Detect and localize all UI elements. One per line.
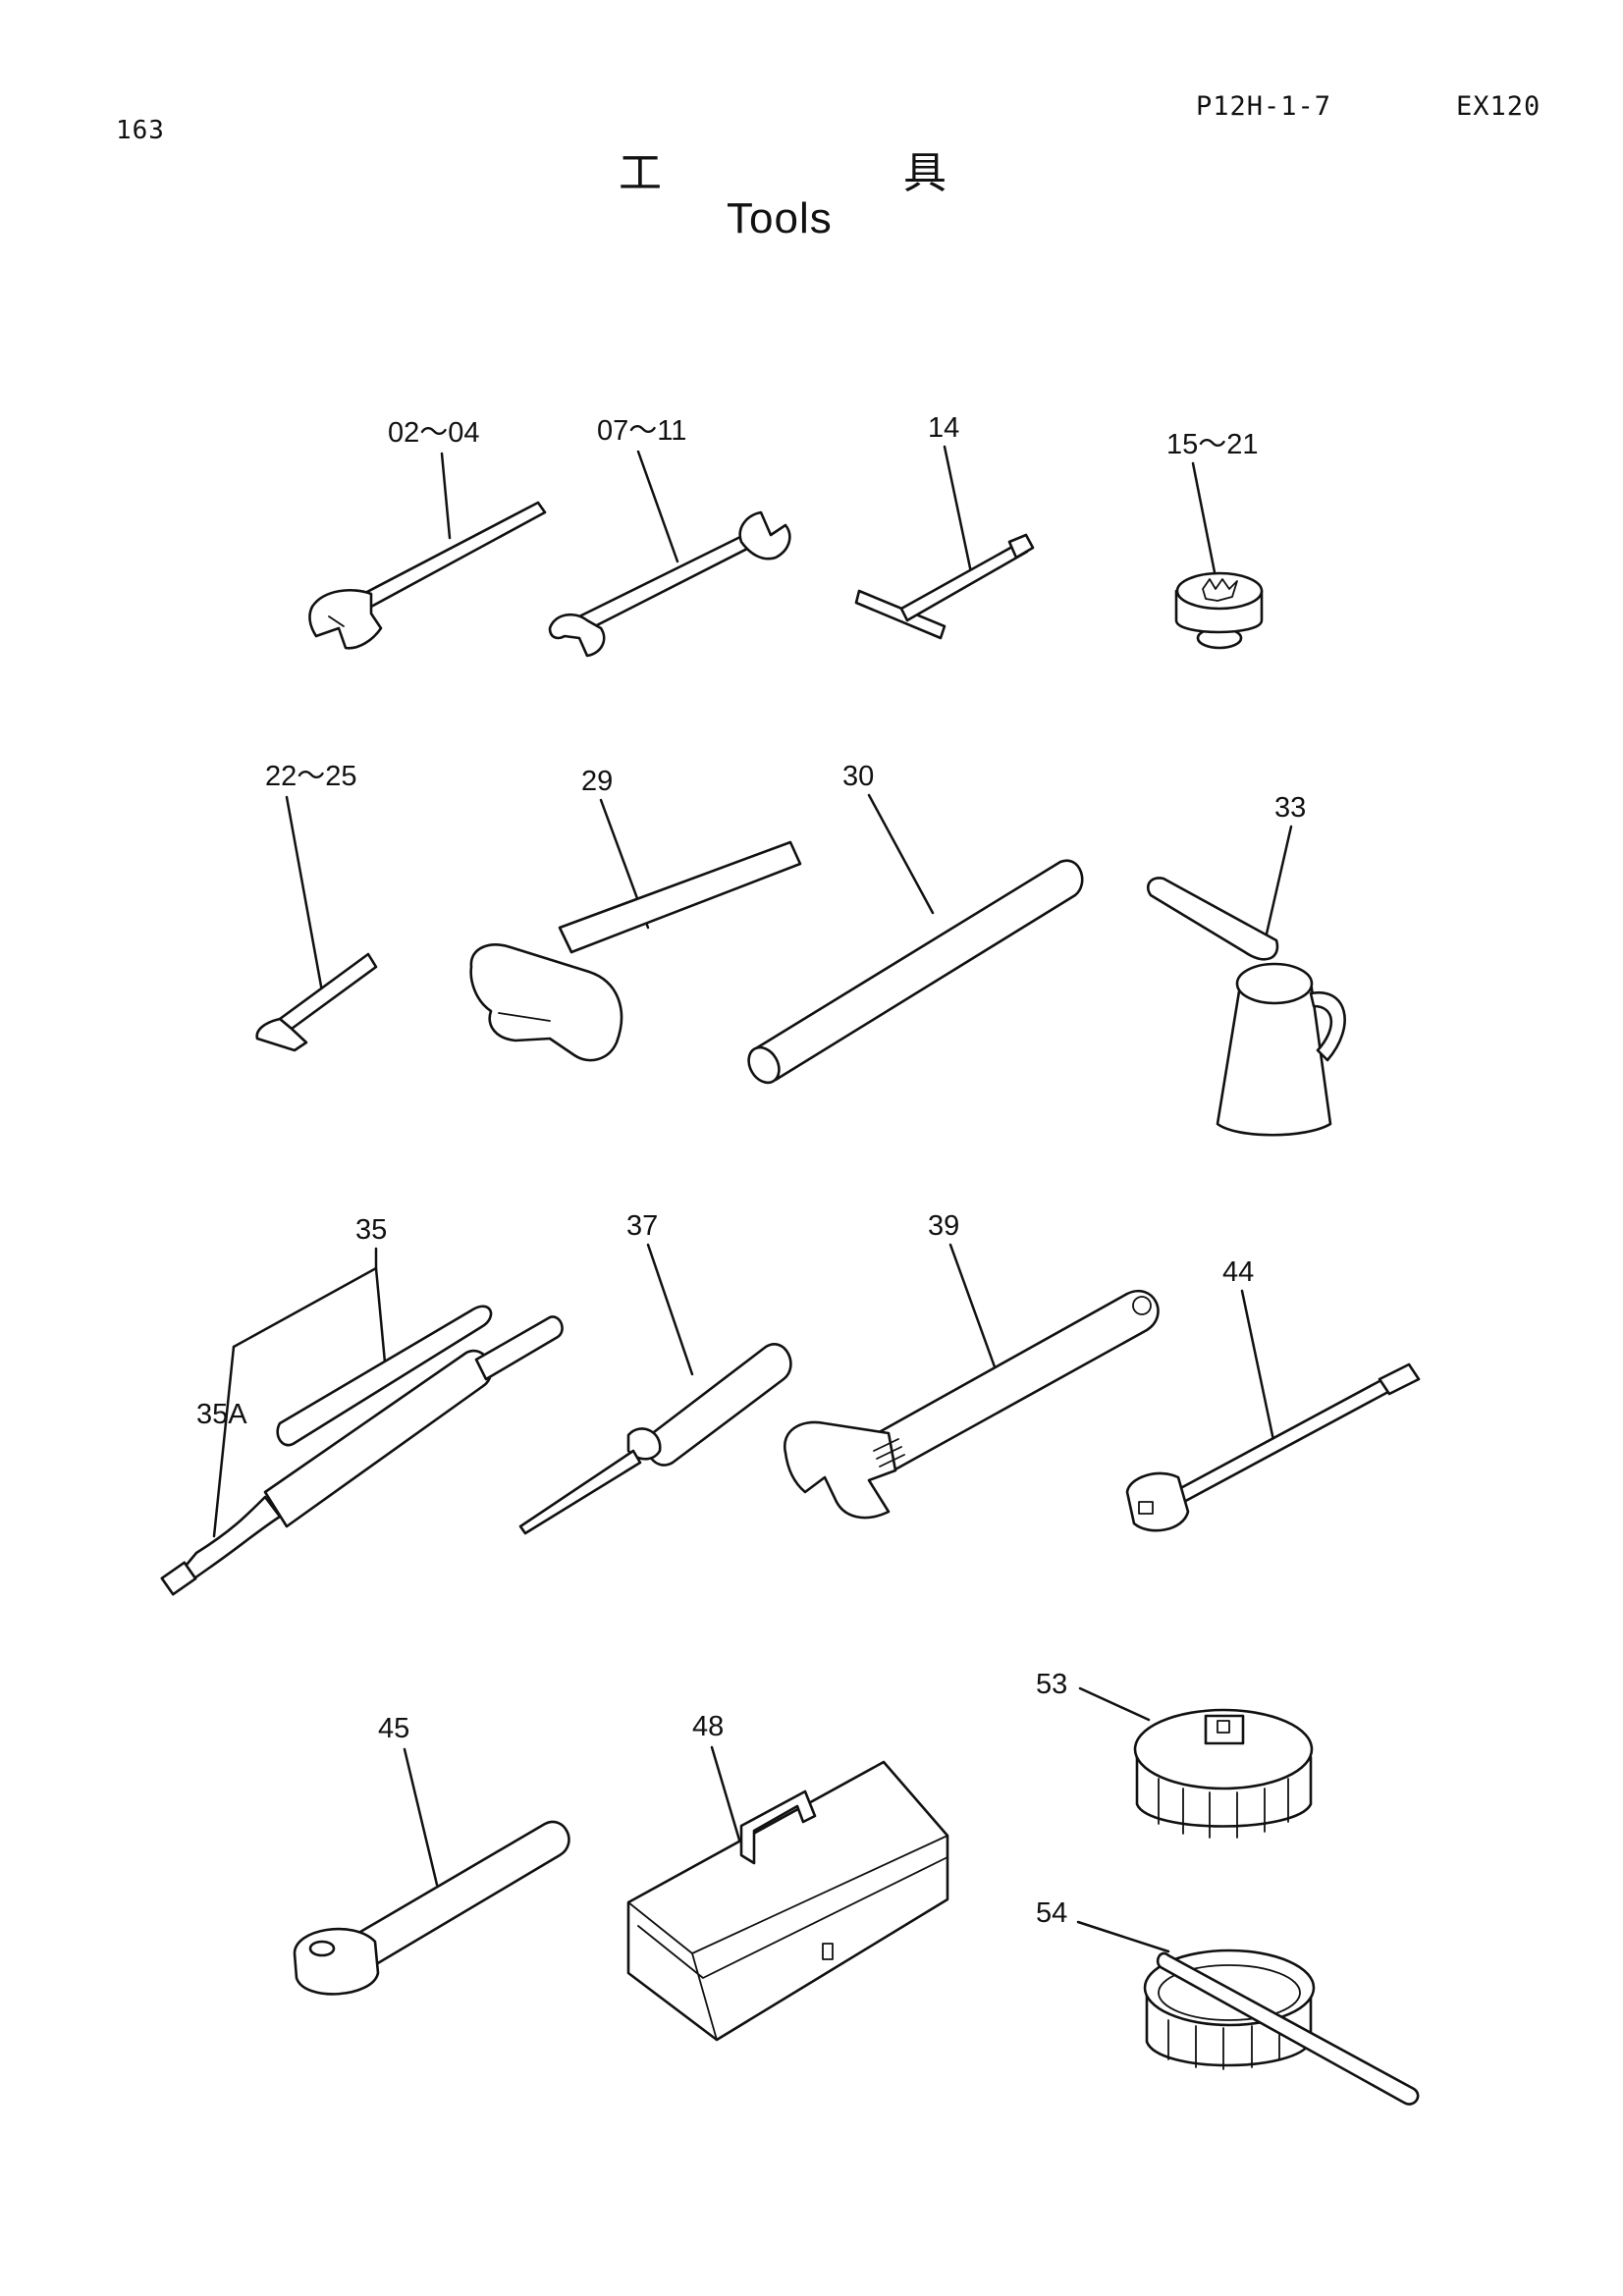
callout-02-04: 02～04 xyxy=(388,417,480,449)
page-title: Tools xyxy=(727,194,833,242)
callout-35: 35 xyxy=(355,1214,387,1246)
callout-22-25: 22～25 xyxy=(265,761,357,792)
leader-35a xyxy=(212,1345,236,1538)
tool-hex-key-22-25: 22～25 xyxy=(255,761,378,1052)
spanner-07-11-shank xyxy=(577,533,753,632)
oil-can-33-spout xyxy=(1146,877,1279,961)
tool-extension-bar-44: 44 xyxy=(1125,1256,1421,1532)
title-jp-char-1: 工 xyxy=(619,148,662,198)
tool-t-wrench-14: 14 xyxy=(854,412,1035,640)
tool-oil-can-33: 33 xyxy=(1146,792,1346,1137)
leader-37 xyxy=(646,1243,694,1376)
tool-box-48-handle xyxy=(739,1789,817,1865)
extension-bar-44-end xyxy=(1378,1362,1421,1396)
tool-hammer-29: 29 xyxy=(469,766,802,1062)
tool-ratchet-handle-45: 45 xyxy=(293,1713,570,1996)
leader-54 xyxy=(1076,1920,1170,1953)
page-number: 163 xyxy=(116,116,165,145)
spanner-07-11-jaw-right xyxy=(738,510,791,561)
title-jp-char-2: 具 xyxy=(903,148,947,198)
leader-53 xyxy=(1078,1686,1151,1722)
callout-45: 45 xyxy=(378,1713,409,1744)
spanner-02-04-shank xyxy=(361,501,547,609)
callout-39: 39 xyxy=(928,1210,959,1242)
t-wrench-14-shaft xyxy=(899,540,1029,622)
oil-can-33-handle xyxy=(1309,990,1346,1062)
grease-gun-35-plunger xyxy=(474,1315,564,1381)
grease-gun-35a-nozzle xyxy=(160,1561,197,1596)
hex-key-22-25-long-arm xyxy=(278,952,378,1031)
callout-54: 54 xyxy=(1036,1897,1067,1929)
tool-adjustable-wrench-39: 39 xyxy=(783,1210,1160,1520)
oil-can-33-body xyxy=(1216,980,1332,1137)
screwdriver-37-shaft xyxy=(518,1449,642,1535)
adjustable-wrench-39-handle xyxy=(872,1290,1160,1472)
filter-wrench-54-bar xyxy=(1156,1951,1420,2106)
model-code: EX120 xyxy=(1456,91,1542,122)
callout-30: 30 xyxy=(842,761,874,792)
screwdriver-37-handle xyxy=(645,1343,792,1467)
spanner-02-04-jaw xyxy=(308,588,383,650)
hammer-29-handle xyxy=(558,840,802,954)
ratchet-45-head xyxy=(293,1927,380,1996)
grease-gun-35a-hose xyxy=(180,1495,282,1582)
callout-44: 44 xyxy=(1222,1256,1254,1288)
pipe-30-end xyxy=(747,1045,781,1085)
leader-33 xyxy=(1263,825,1293,944)
leader-39 xyxy=(948,1243,999,1374)
filter-wrench-53-top xyxy=(1133,1708,1314,1790)
tool-screwdriver-37: 37 xyxy=(518,1210,792,1535)
tool-grease-gun-35: 35 35A xyxy=(160,1214,564,1596)
leader-02-04 xyxy=(440,452,452,540)
spanner-07-11-jaw-left xyxy=(548,613,606,658)
callout-33: 33 xyxy=(1274,792,1306,824)
hex-key-22-25-short-arm xyxy=(255,1017,308,1052)
tool-pipe-30: 30 xyxy=(747,761,1084,1085)
callout-48: 48 xyxy=(692,1711,724,1742)
tool-filter-wrench-54: 54 xyxy=(1036,1897,1420,2106)
leader-07-11 xyxy=(636,450,679,563)
callout-07-11: 07～11 xyxy=(597,415,686,447)
leader-44 xyxy=(1240,1289,1276,1447)
tool-spanner-02-04: 02～04 xyxy=(308,417,547,650)
leader-22-25 xyxy=(285,795,324,993)
tool-filter-wrench-53: 53 xyxy=(1036,1669,1314,1839)
extension-bar-44-socket xyxy=(1125,1471,1190,1532)
callout-37: 37 xyxy=(626,1210,658,1242)
tool-spanner-07-11: 07～11 xyxy=(548,415,791,658)
extension-bar-44-shaft xyxy=(1171,1372,1401,1506)
leader-45 xyxy=(403,1747,439,1887)
pipe-30-body xyxy=(754,859,1084,1082)
socket-15-21-top xyxy=(1175,571,1264,611)
adjustable-wrench-39-jaw xyxy=(783,1420,897,1520)
tool-socket-15-21: 15～21 xyxy=(1166,429,1264,650)
grease-gun-35-lever xyxy=(276,1305,493,1447)
ratchet-45-handle xyxy=(342,1820,570,1975)
callout-35a: 35A xyxy=(196,1399,247,1430)
t-wrench-14-socket xyxy=(1007,533,1035,560)
leader-30 xyxy=(867,793,935,915)
oil-can-33-top xyxy=(1235,962,1314,1005)
ratchet-45-square-drive xyxy=(308,1940,336,1957)
hammer-29-head xyxy=(469,943,623,1062)
part-code: P12H-1-7 xyxy=(1196,91,1332,122)
leader-14 xyxy=(943,445,974,579)
callout-53: 53 xyxy=(1036,1669,1067,1700)
leader-15-21 xyxy=(1191,461,1217,579)
tool-box-48-body xyxy=(626,1760,949,2042)
callout-14: 14 xyxy=(928,412,959,444)
leader-35 xyxy=(232,1247,378,1349)
callout-15-21: 15～21 xyxy=(1166,429,1259,460)
tool-box-48: 48 xyxy=(626,1711,949,2042)
callout-29: 29 xyxy=(581,766,613,797)
